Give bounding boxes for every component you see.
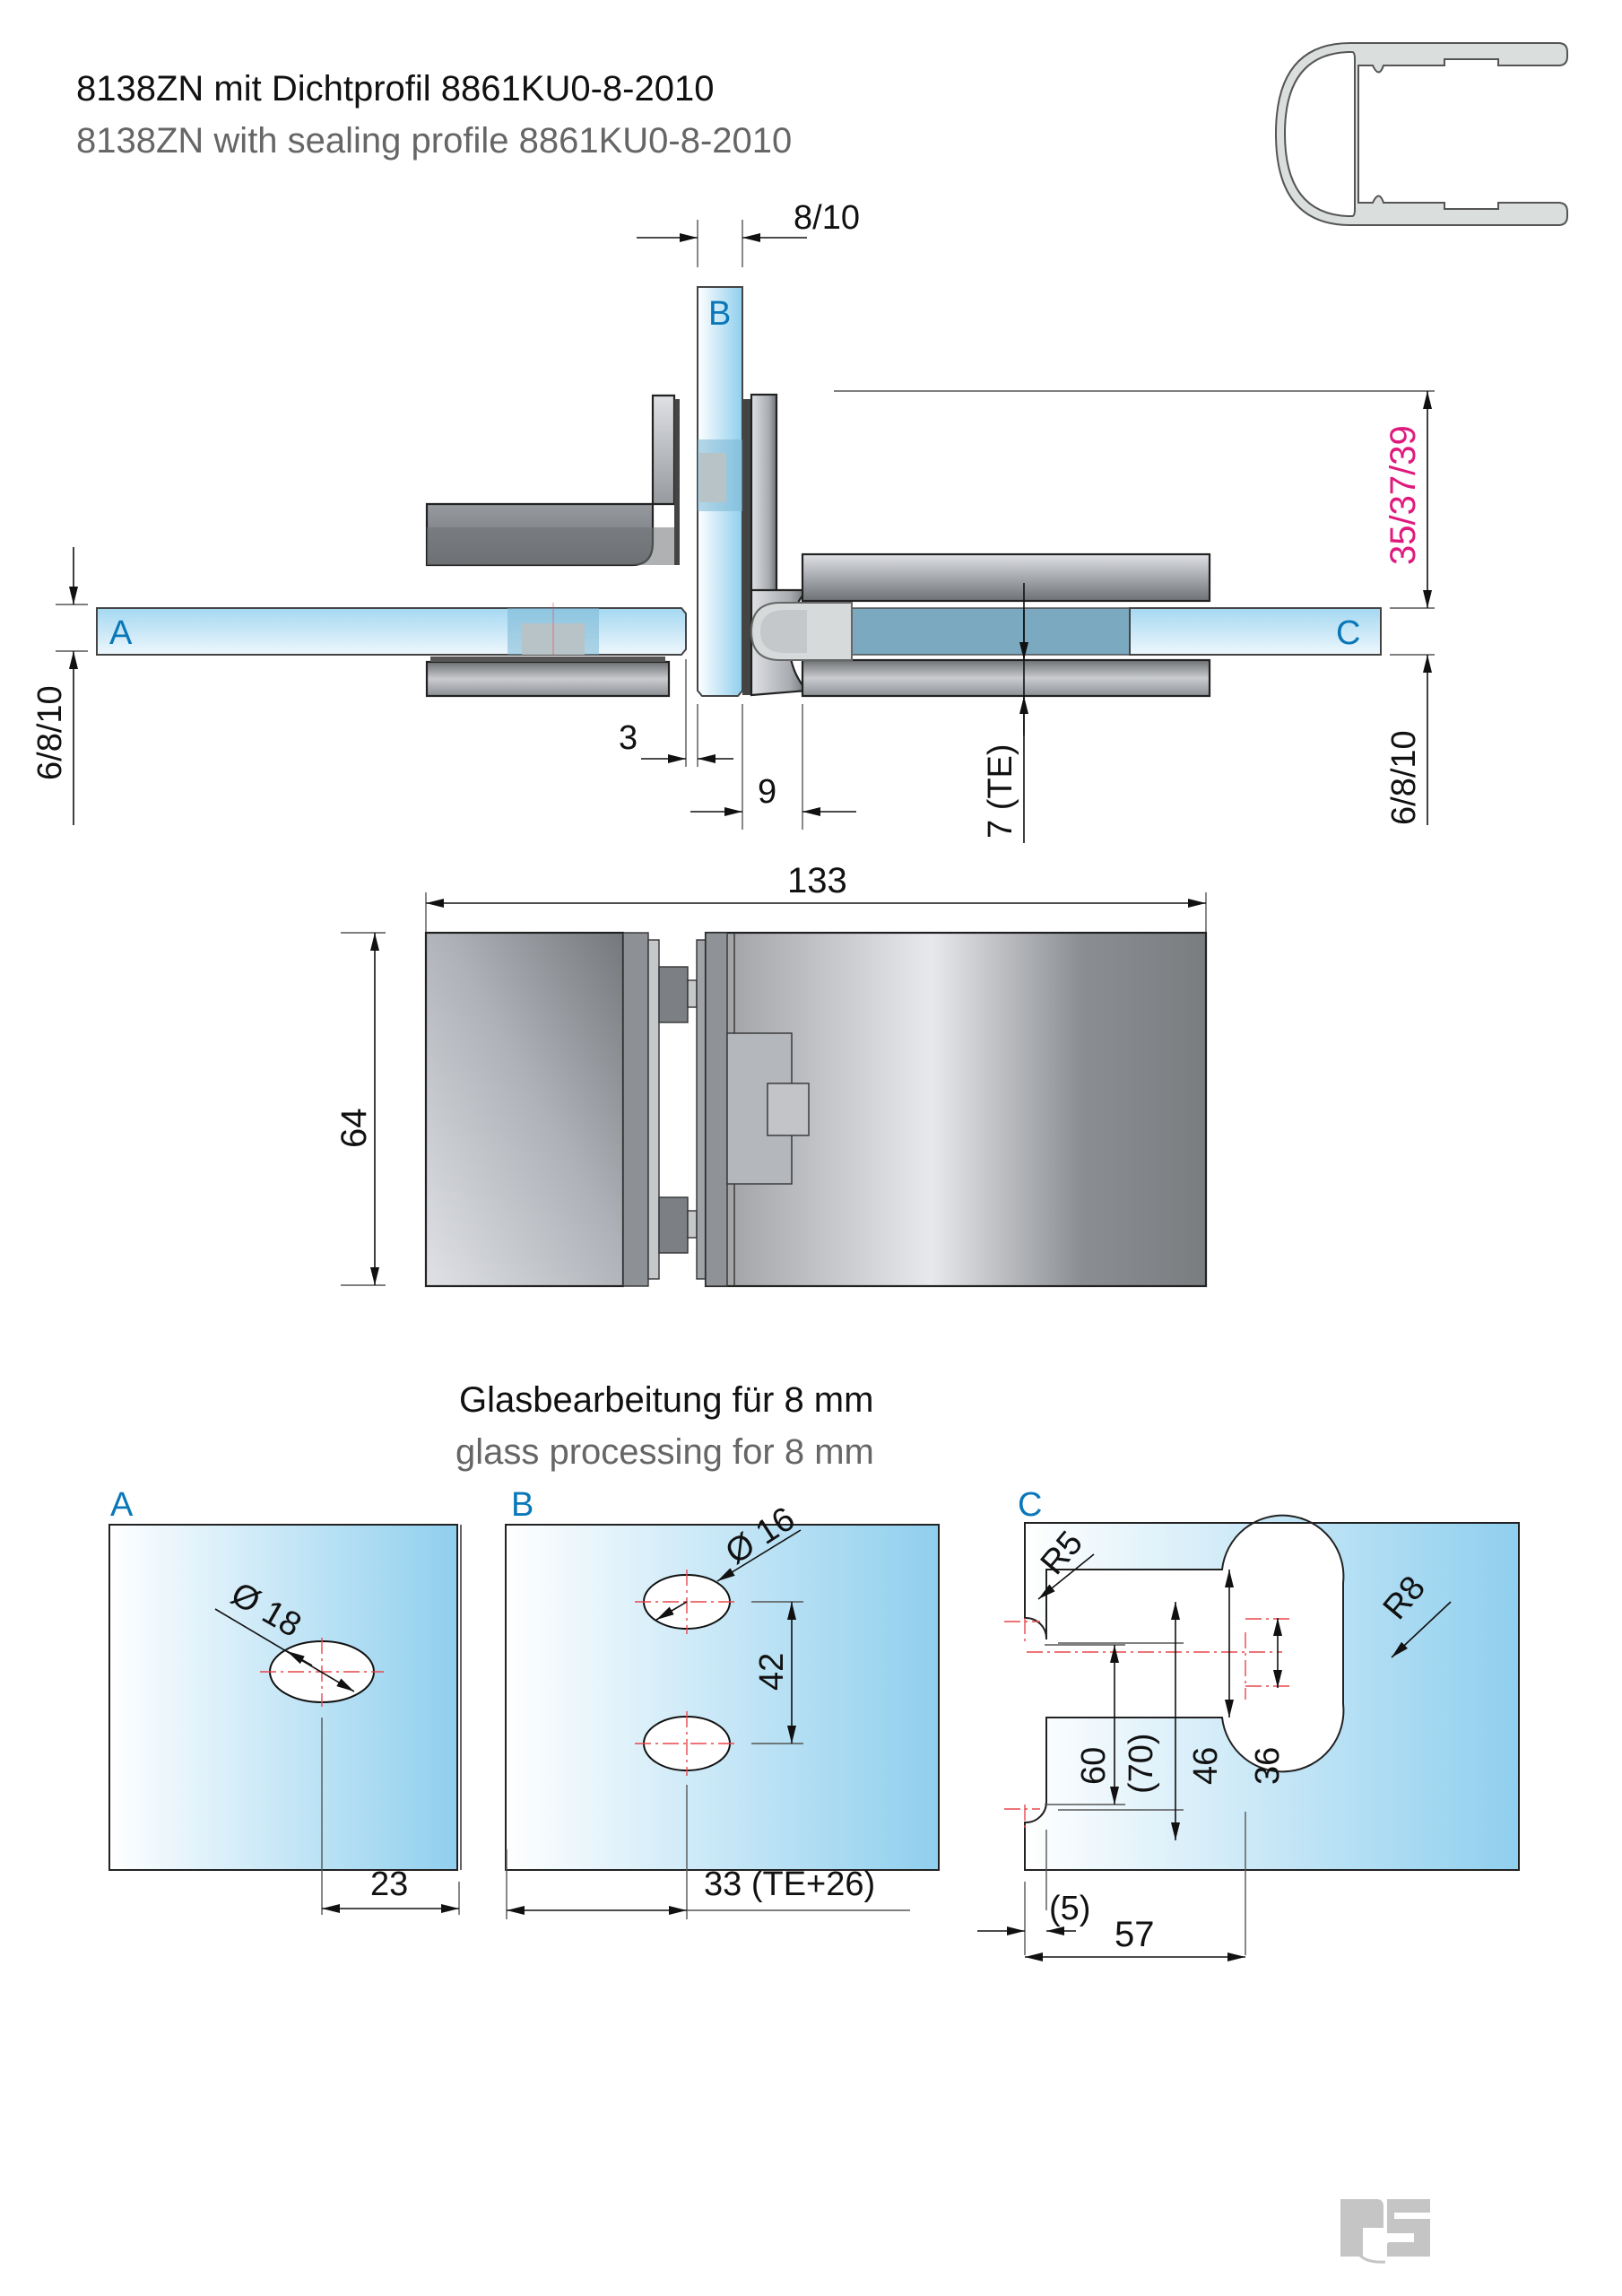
dim-width: 133 [787, 861, 847, 900]
dim-glass-c-thickness: 6/8/10 [1385, 730, 1423, 825]
glass-b-label: B [708, 295, 731, 333]
clamp-plate-lower [425, 660, 671, 698]
dim-te: 7 (TE) [982, 744, 1019, 839]
dim-inner-height: 36 [1249, 1747, 1287, 1785]
glass-c-label: C [1336, 614, 1360, 652]
dim-outer-height-alt: (70) [1123, 1733, 1160, 1794]
glass-panel-b: B Ø 16 42 33 (TE+26) [505, 1486, 940, 1919]
hinge-arm-upper [801, 552, 1211, 603]
panel-a-label: A [110, 1486, 134, 1524]
dim-slot-height: 46 [1187, 1747, 1225, 1785]
glass-c-section [1129, 607, 1382, 656]
glass-processing-title-de: Glasbearbeitung für 8 mm [459, 1380, 873, 1420]
glass-panel-a: A Ø 18 23 [108, 1486, 462, 1915]
hinge-arm-lower [801, 658, 1211, 698]
dim-edge-offset: (5) [1049, 1890, 1090, 1927]
glass-processing-title-en: glass processing for 8 mm [455, 1432, 874, 1472]
dim-edge-b: 33 (TE+26) [704, 1866, 875, 1903]
title-german: 8138ZN mit Dichtprofil 8861KU0-8-2010 [76, 69, 714, 109]
dim-gap: 3 [619, 719, 638, 757]
hinge-body-upper [750, 393, 778, 594]
glass-panel-c: C R5 R8 60 (70) 46 36 [977, 1486, 1520, 1961]
sealing-profile-icon [1274, 42, 1568, 226]
dim-edge-a: 23 [370, 1866, 408, 1903]
dim-outer-height: 60 [1075, 1747, 1113, 1785]
section-view: A B C 8/10 6/8/10 [31, 199, 1435, 843]
dim-glass-b-thickness: 8/10 [794, 199, 860, 237]
panel-b-label: B [511, 1486, 533, 1524]
glass-a-label: A [109, 614, 133, 652]
dim-hinge-offset: 9 [758, 773, 776, 811]
dim-slot-depth: 57 [1115, 1915, 1155, 1954]
dim-hole-spacing: 42 [753, 1653, 791, 1691]
title-english: 8138ZN with sealing profile 8861KU0-8-20… [76, 121, 792, 161]
front-view: 133 64 [334, 861, 1208, 1288]
dim-offset-height: 35/37/39 [1383, 425, 1423, 565]
ps-logo-icon [1340, 2199, 1430, 2264]
dim-height: 64 [334, 1109, 374, 1149]
dim-glass-a-thickness: 6/8/10 [31, 685, 69, 780]
panel-c-label: C [1018, 1486, 1042, 1524]
hinge-plate-left [424, 931, 625, 1288]
glass-panel-c-shape [1024, 1514, 1520, 1871]
